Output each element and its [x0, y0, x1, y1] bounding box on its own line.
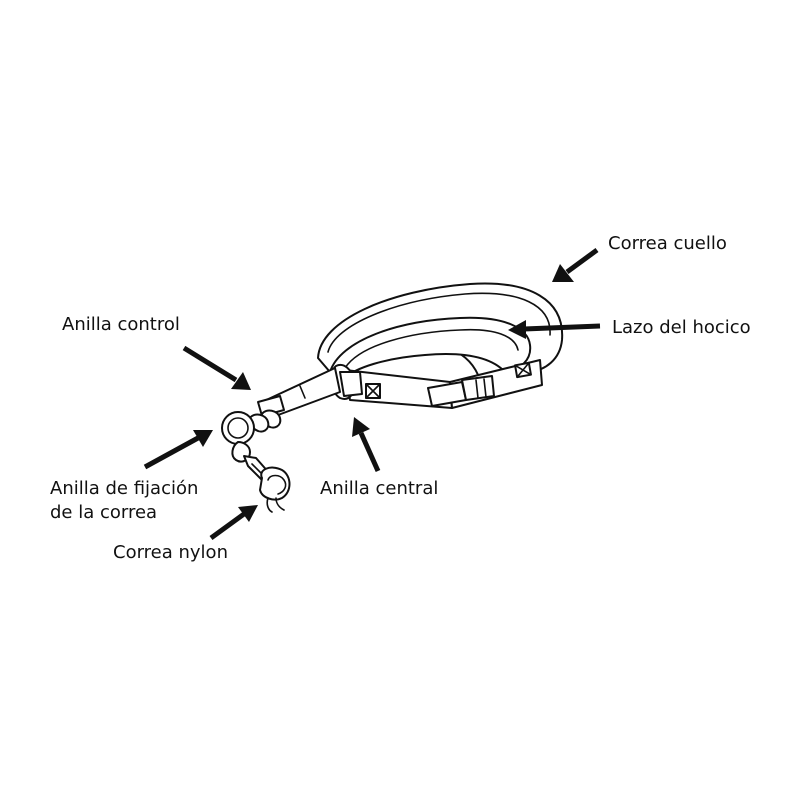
front-band [344, 359, 543, 409]
control-ring [248, 395, 285, 433]
label-leash-ring-line1: Anilla de fijación [50, 478, 199, 499]
leash-attachment-ring [221, 411, 255, 463]
arrow-collar-strap [552, 247, 599, 282]
label-leash-ring-line2: de la correa [50, 502, 158, 523]
label-central-ring: Anilla central [320, 478, 439, 499]
arrow-nylon-leash [209, 505, 258, 541]
arrow-control-ring [182, 345, 251, 390]
label-leash-attachment-ring: Anilla de fijación de la correa [50, 477, 198, 525]
label-muzzle-loop: Lazo del hocico [612, 317, 751, 338]
label-control-ring: Anilla control [62, 314, 180, 335]
nylon-leash [259, 466, 291, 513]
arrow-central-ring [352, 417, 381, 473]
arrow-leash-ring [143, 430, 213, 470]
label-collar-strap: Correa cuello [608, 233, 727, 254]
label-nylon-leash: Correa nylon [113, 542, 228, 563]
arrow-muzzle-loop [508, 320, 601, 339]
muzzle-loop [329, 316, 532, 379]
